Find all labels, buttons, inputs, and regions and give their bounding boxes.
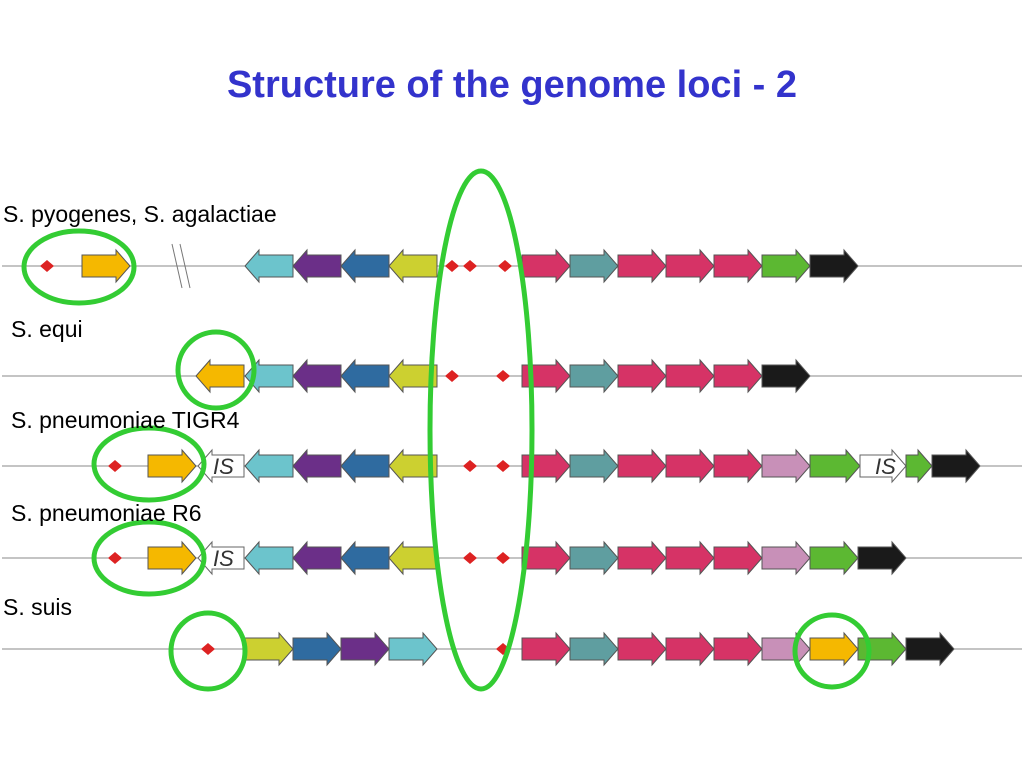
is-element-arrow bbox=[197, 448, 245, 484]
gene-arrow-green bbox=[809, 540, 859, 576]
gene-arrow-purple bbox=[292, 248, 342, 284]
gene-arrow-pink bbox=[521, 248, 571, 284]
gene-arrow-pink bbox=[617, 448, 667, 484]
gene-arrow-teal bbox=[569, 540, 619, 576]
species-label-pneumoniae-r6: S. pneumoniae R6 bbox=[11, 500, 202, 526]
species-labels: S. pyogenes, S. agalactiae S. equi S. pn… bbox=[3, 201, 277, 620]
gene-arrow-cyan bbox=[244, 448, 294, 484]
gene-arrow-pink bbox=[713, 631, 763, 667]
gene-arrow-cyan bbox=[388, 631, 438, 667]
highlight-circle-tigr4 bbox=[91, 425, 207, 503]
gene-arrow-blue bbox=[340, 540, 390, 576]
site-marker bbox=[445, 260, 459, 272]
gene-arrow-blue bbox=[340, 358, 390, 394]
gene-arrow-pink bbox=[713, 448, 763, 484]
gene-arrow-purple bbox=[292, 358, 342, 394]
site-marker bbox=[496, 552, 510, 564]
gene-arrow-pink bbox=[665, 358, 715, 394]
gene-arrow-black bbox=[809, 248, 859, 284]
gene-arrow-purple bbox=[340, 631, 390, 667]
gene-arrow-cyan bbox=[244, 540, 294, 576]
gene-arrow-teal bbox=[569, 248, 619, 284]
gene-arrow-pink bbox=[665, 248, 715, 284]
gene-arrow-olive bbox=[388, 248, 438, 284]
site-marker bbox=[498, 260, 512, 272]
site-marker bbox=[108, 552, 122, 564]
highlight-oval-central bbox=[427, 168, 535, 692]
highlight-circle-equi bbox=[175, 329, 257, 411]
gene-arrow-pink bbox=[617, 540, 667, 576]
gene-arrow-green bbox=[809, 448, 861, 484]
break-mark-line bbox=[179, 243, 191, 289]
gene-arrow-yellow bbox=[147, 448, 197, 484]
site-marker bbox=[496, 370, 510, 382]
site-marker bbox=[445, 370, 459, 382]
gene-arrow-pink bbox=[665, 631, 715, 667]
species-label-pneumoniae-tigr4: S. pneumoniae TIGR4 bbox=[11, 407, 240, 433]
gene-arrow-black bbox=[931, 448, 981, 484]
site-marker bbox=[463, 260, 477, 272]
site-marker bbox=[201, 643, 215, 655]
is-element-arrow bbox=[859, 448, 907, 484]
site-marker bbox=[40, 260, 54, 272]
gene-arrow-black bbox=[761, 358, 811, 394]
gene-arrow-yellow bbox=[809, 631, 859, 667]
highlight-circle-pyogenes bbox=[21, 228, 137, 306]
site-marker bbox=[463, 460, 477, 472]
gene-arrow-black bbox=[857, 540, 907, 576]
highlight-circle-r6 bbox=[91, 519, 207, 597]
gene-arrow-olive bbox=[244, 631, 294, 667]
site-marker bbox=[463, 552, 477, 564]
gene-arrow-mauve bbox=[761, 448, 811, 484]
gene-arrow-blue bbox=[292, 631, 342, 667]
break-marks bbox=[171, 243, 191, 289]
gene-arrow-pink bbox=[617, 631, 667, 667]
gene-arrow-purple bbox=[292, 540, 342, 576]
gene-arrow-teal bbox=[569, 358, 619, 394]
site-marker bbox=[108, 460, 122, 472]
gene-arrow-teal bbox=[569, 631, 619, 667]
gene-arrow-pink bbox=[665, 448, 715, 484]
gene-arrow-pink bbox=[521, 540, 571, 576]
gene-arrow-black bbox=[905, 631, 955, 667]
gene-arrow-pink bbox=[713, 358, 763, 394]
site-marker bbox=[496, 460, 510, 472]
gene-arrow-purple bbox=[292, 448, 342, 484]
gene-arrow-pink bbox=[617, 248, 667, 284]
gene-arrow-mauve bbox=[761, 540, 811, 576]
gene-arrow-cyan bbox=[244, 248, 294, 284]
gene-arrow-yellow bbox=[81, 248, 131, 284]
highlight-circles bbox=[21, 168, 872, 692]
is-element-label: IS bbox=[875, 454, 896, 479]
gene-arrow-pink bbox=[521, 631, 571, 667]
highlight-circle-suis-right bbox=[792, 612, 872, 690]
gene-arrow-blue bbox=[340, 248, 390, 284]
highlight-circle-suis-left bbox=[168, 610, 248, 692]
break-mark-line bbox=[171, 243, 183, 289]
gene-arrow-pink bbox=[665, 540, 715, 576]
gene-arrow-yellow bbox=[147, 540, 197, 576]
species-label-equi: S. equi bbox=[11, 316, 83, 342]
gene-arrow-green bbox=[905, 448, 933, 484]
gene-arrow-olive bbox=[388, 540, 438, 576]
is-element-label: IS bbox=[213, 546, 234, 571]
gene-arrow-pink bbox=[713, 540, 763, 576]
slide-title: Structure of the genome loci - 2 bbox=[226, 64, 798, 106]
gene-arrow-mauve bbox=[761, 631, 811, 667]
gene-arrow-teal bbox=[569, 448, 619, 484]
gene-arrow-blue bbox=[340, 448, 390, 484]
gene-arrow-yellow bbox=[195, 358, 245, 394]
gene-arrow-pink bbox=[617, 358, 667, 394]
gene-arrow-green bbox=[761, 248, 811, 284]
gene-arrow-pink bbox=[713, 248, 763, 284]
species-label-suis: S. suis bbox=[3, 594, 72, 620]
species-label-pyogenes: S. pyogenes, S. agalactiae bbox=[3, 201, 277, 227]
gene-arrow-pink bbox=[521, 358, 571, 394]
is-element-label: IS bbox=[213, 454, 234, 479]
gene-arrows: IS IS IS bbox=[81, 248, 981, 667]
